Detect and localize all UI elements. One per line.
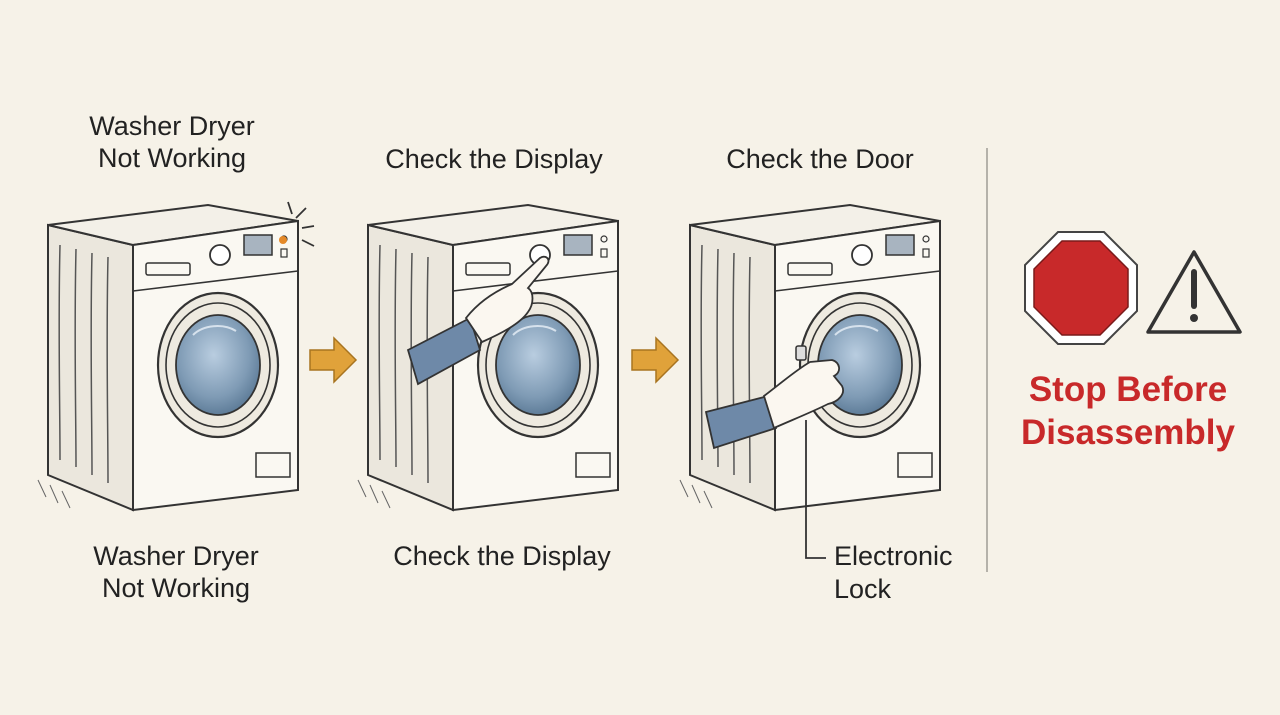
callout-leader-line bbox=[805, 420, 826, 559]
step1-title: Washer Dryer Not Working bbox=[89, 111, 255, 173]
section-divider bbox=[986, 148, 988, 572]
electronic-lock-label: Electronic Lock bbox=[834, 541, 953, 604]
washer-step3-icon bbox=[678, 203, 942, 512]
alert-flash-icon bbox=[287, 201, 315, 247]
arrow-icon bbox=[631, 337, 679, 383]
stop-sign-icon bbox=[1024, 231, 1138, 345]
arrow-icon bbox=[309, 337, 357, 383]
hand-opening-door-icon bbox=[704, 359, 844, 450]
step2-title: Check the Display bbox=[385, 144, 603, 174]
electronic-lock-icon bbox=[795, 345, 807, 361]
washer-step1-icon bbox=[36, 203, 300, 512]
step2-caption: Check the Display bbox=[393, 541, 611, 571]
step3-title: Check the Door bbox=[726, 144, 914, 174]
stop-warning-text: Stop Before Disassembly bbox=[1020, 370, 1236, 452]
step1-caption: Washer Dryer Not Working bbox=[93, 541, 259, 603]
washer-step2-icon bbox=[356, 203, 620, 512]
warning-triangle-icon bbox=[1146, 250, 1242, 334]
alert-light-icon bbox=[279, 236, 287, 244]
hand-pressing-button-icon bbox=[406, 255, 550, 386]
